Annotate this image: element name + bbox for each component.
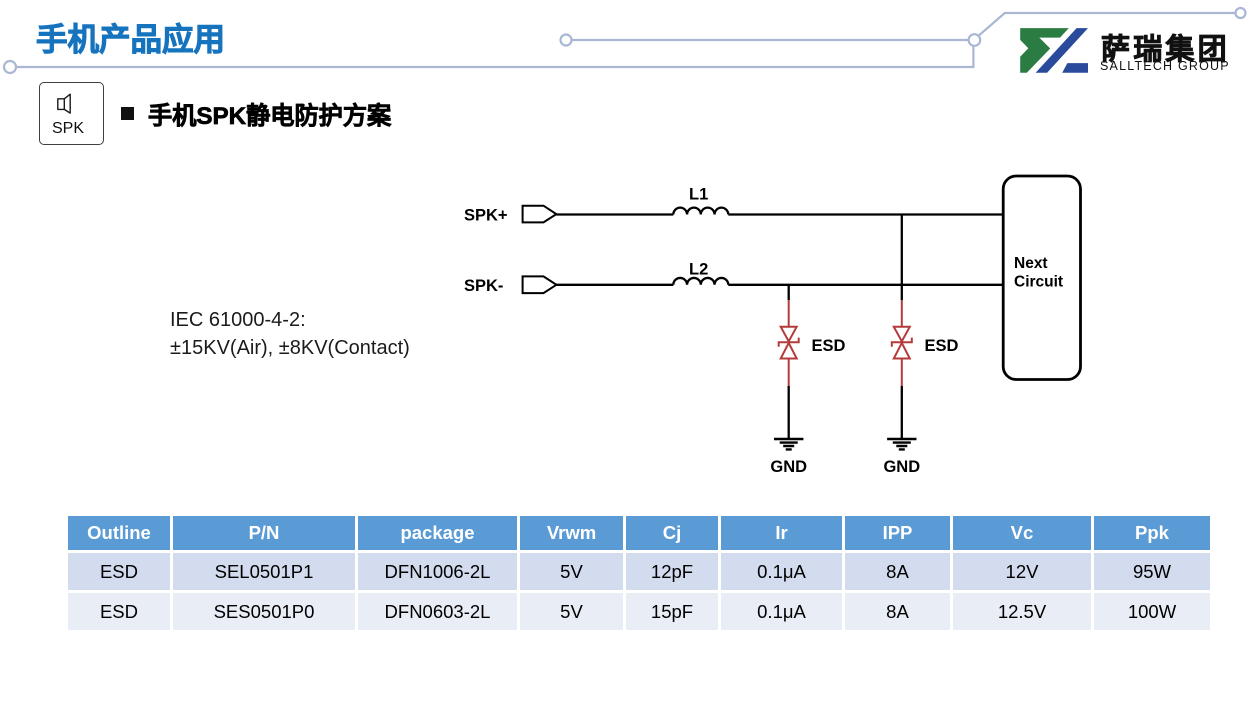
svg-text:Circuit: Circuit <box>1014 274 1063 291</box>
svg-text:ESD: ESD <box>925 337 959 355</box>
svg-text:L1: L1 <box>689 186 708 204</box>
svg-text:GND: GND <box>770 458 807 476</box>
svg-text:Next: Next <box>1014 255 1048 272</box>
svg-text:L2: L2 <box>689 261 708 279</box>
svg-text:SPK+: SPK+ <box>464 207 508 225</box>
svg-text:GND: GND <box>883 458 920 476</box>
svg-text:SPK-: SPK- <box>464 277 503 295</box>
svg-text:ESD: ESD <box>812 337 846 355</box>
